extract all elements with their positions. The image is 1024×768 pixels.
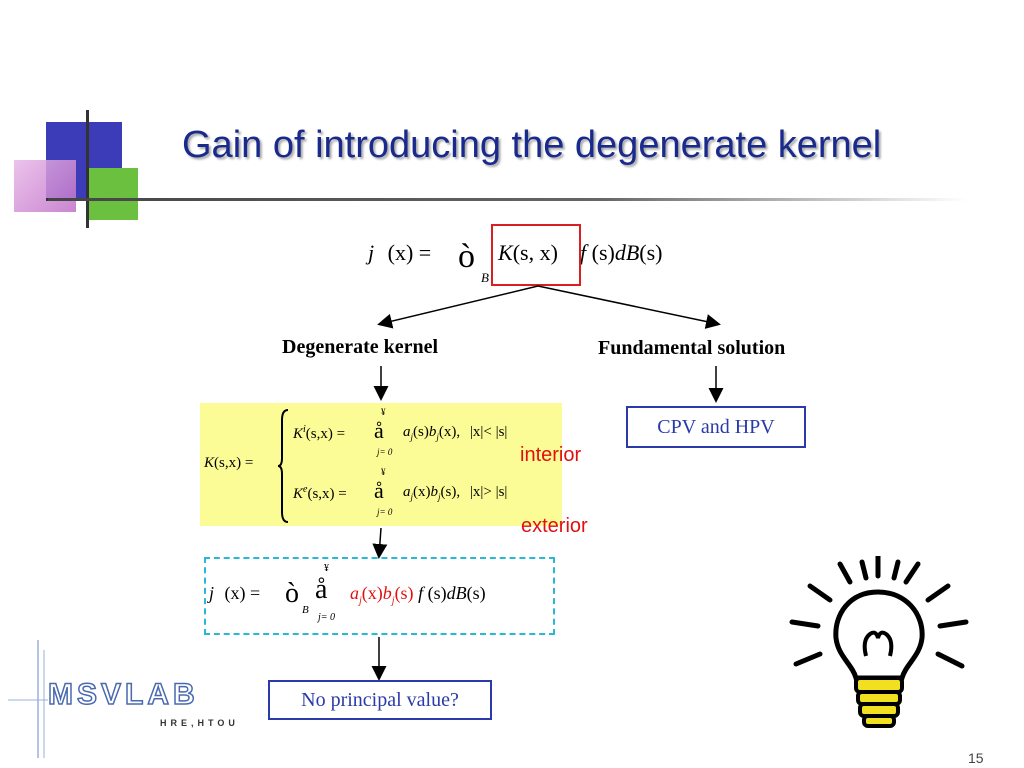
exterior-K: K bbox=[293, 486, 304, 502]
interior-sum-bottom: j= 0 bbox=[377, 447, 393, 457]
interior-a-sub: j bbox=[410, 432, 414, 442]
kernel-interior-row: Ki(s,x) = bbox=[293, 424, 345, 443]
eq-top-dB: dB bbox=[614, 240, 640, 265]
eq-bottom-b: b bbox=[382, 583, 392, 603]
eq-top-psi-arg: (s) bbox=[591, 240, 615, 265]
exterior-condition: |x|> |s| bbox=[469, 484, 508, 500]
eq-bottom-psi-arg: (s) bbox=[427, 583, 447, 603]
interior-a-arg: (s) bbox=[413, 424, 429, 440]
kernel-lhs: K(s,x) = bbox=[204, 455, 253, 472]
exterior-label: exterior bbox=[521, 515, 588, 537]
exterior-terms: aj(x)bj(s), |x|> |s| bbox=[403, 484, 507, 502]
cpv-hpv-box: CPV and HPV bbox=[626, 406, 806, 448]
exterior-sum: å bbox=[374, 478, 384, 503]
logo-subtext: HRE,HTOU bbox=[160, 718, 239, 728]
interior-b-arg: (x), bbox=[438, 424, 461, 440]
eq-bottom-a: a bbox=[350, 583, 359, 603]
eq-top-kernel: K(s, x) bbox=[498, 240, 558, 266]
interior-label: interior bbox=[520, 444, 582, 466]
decor-green-square bbox=[86, 168, 138, 220]
exterior-a-arg: (x) bbox=[413, 484, 431, 500]
decor-pink-square bbox=[14, 160, 76, 212]
eq-top-lhs-arg: (x) bbox=[387, 240, 414, 265]
slide-title: Gain of introducing the degenerate kerne… bbox=[182, 124, 882, 166]
eq-bottom-lhs: j (x) = bbox=[209, 583, 260, 604]
eq-bottom-b-sub: j bbox=[391, 595, 395, 607]
kernel-lhs-K: K bbox=[204, 455, 215, 471]
page-number: 15 bbox=[968, 750, 984, 766]
arrow-to-degenerate bbox=[377, 285, 539, 329]
eq-top-equals: = bbox=[418, 240, 432, 265]
eq-bottom-a-sub: j bbox=[359, 595, 362, 607]
arrow-to-series bbox=[372, 527, 388, 559]
logo-lines-icon bbox=[8, 640, 48, 758]
eq-bottom-a-arg: (x) bbox=[361, 583, 383, 603]
exterior-sup: e bbox=[303, 484, 308, 495]
eq-top-integral: ò bbox=[458, 238, 475, 275]
series-equation-box bbox=[204, 557, 555, 635]
kernel-brace bbox=[278, 409, 289, 523]
kernel-exterior-row: Ke(s,x) = bbox=[293, 484, 347, 503]
kernel-highlight-box bbox=[491, 224, 581, 286]
exterior-sum-bottom: j= 0 bbox=[377, 507, 393, 517]
interior-K: K bbox=[293, 426, 304, 442]
interior-b-sub: j bbox=[436, 432, 439, 442]
exterior-b: b bbox=[430, 484, 439, 500]
degenerate-kernel-label: Degenerate kernel bbox=[282, 336, 439, 358]
eq-top-psi: f bbox=[580, 240, 587, 265]
eq-top-phi: j bbox=[368, 240, 375, 265]
eq-top-domain: B bbox=[481, 270, 489, 285]
interior-sum-top: ¥ bbox=[381, 407, 386, 417]
lightbulb-icon bbox=[789, 556, 969, 728]
eq-top-kernel-args: (s, x) bbox=[512, 240, 558, 265]
interior-sum: å bbox=[374, 418, 384, 443]
interior-terms: aj(s)bj(x), |x|< |s| bbox=[403, 424, 507, 442]
logo-text: MSVLAB bbox=[47, 677, 199, 712]
fundamental-solution-label: Fundamental solution bbox=[598, 337, 786, 359]
interior-a: a bbox=[403, 424, 411, 440]
eq-bottom-b-arg: (s) bbox=[394, 583, 414, 603]
eq-top-K: K bbox=[498, 240, 513, 265]
eq-bottom-sum-bottom: j= 0 bbox=[318, 612, 336, 623]
interior-condition: |x|< |s| bbox=[469, 424, 508, 440]
eq-bottom-dB-arg: (s) bbox=[466, 583, 486, 603]
title-underline bbox=[48, 198, 968, 201]
degenerate-kernel-box bbox=[200, 403, 562, 526]
interior-sup: i bbox=[303, 424, 306, 435]
interior-b: b bbox=[428, 424, 437, 440]
eq-top-rest: f (s)dB(s) bbox=[580, 240, 663, 266]
eq-bottom-lhs-arg: (x) = bbox=[224, 583, 261, 603]
interior-args: (s,x) = bbox=[305, 426, 346, 442]
exterior-a-sub: j bbox=[410, 492, 414, 502]
exterior-sum-top: ¥ bbox=[381, 467, 386, 477]
eq-bottom-sum: å bbox=[315, 574, 328, 605]
eq-top-dB-arg: (s) bbox=[639, 240, 663, 265]
eq-bottom-domain: B bbox=[302, 604, 309, 616]
exterior-b-arg: (s), bbox=[440, 484, 461, 500]
eq-bottom-integral: ò bbox=[285, 578, 299, 609]
equation-top: j (x) = bbox=[368, 240, 431, 266]
eq-bottom-sum-top: ¥ bbox=[324, 563, 329, 574]
eq-bottom-phi: j bbox=[209, 583, 215, 603]
no-principal-value-box: No principal value? bbox=[268, 680, 492, 720]
exterior-b-sub: j bbox=[438, 492, 441, 502]
eq-bottom-terms: aj(x)bj(s) f (s)dB(s) bbox=[350, 583, 486, 607]
kernel-lhs-args: (s,x) = bbox=[214, 455, 254, 471]
eq-bottom-psi: f bbox=[418, 583, 424, 603]
eq-bottom-dB: dB bbox=[446, 583, 467, 603]
exterior-a: a bbox=[403, 484, 411, 500]
exterior-args: (s,x) = bbox=[307, 486, 347, 502]
arrow-to-fundamental bbox=[537, 285, 721, 329]
decor-vertical-line bbox=[86, 110, 89, 228]
